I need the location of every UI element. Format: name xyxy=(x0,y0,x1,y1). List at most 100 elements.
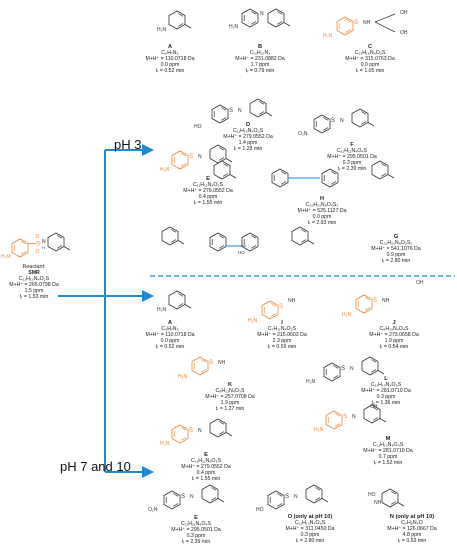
product-id: E xyxy=(206,176,210,182)
svg-text:HO: HO xyxy=(368,492,376,498)
product-mz: M+H⁺ = 279.0552 Da xyxy=(183,188,233,195)
product-label: E C₁₁H₁₁N₄O₄S M+H⁺ = 295.0501 Da 0.3 ppm… xyxy=(156,515,236,545)
product-l-structure: S N H₂N xyxy=(306,356,385,385)
svg-text:H₂N: H₂N xyxy=(314,427,324,433)
product-formula: C₁₁H₁₁N₄O₃S xyxy=(191,458,221,465)
product-formula: C₁₃H₁₆N₄O₅S xyxy=(354,50,386,57)
product-formula: C₅H₇N₃ xyxy=(161,326,179,333)
svg-text:S: S xyxy=(209,360,213,366)
product-id: A xyxy=(167,320,173,326)
product-formula: C₁₁H₁₃N₄O₃S xyxy=(232,128,264,135)
product-ppm: 0.7 ppm xyxy=(378,454,398,461)
product-label: E C₁₁H₁₁N₄O₃S M+H⁺ = 279.0552 Da 0.4 ppm… xyxy=(168,176,248,206)
product-id: F xyxy=(350,142,354,148)
svg-text:O: O xyxy=(36,249,40,255)
product-a2-structure: H₂N xyxy=(157,290,192,313)
product-id: E xyxy=(194,515,198,521)
product-f-structure: S N O₂N xyxy=(298,108,375,137)
product-ppm: 0.0 ppm xyxy=(312,214,332,221)
product-ppm: 0.3 ppm xyxy=(186,533,206,540)
product-label: D C₁₁H₁₃N₄O₃S M+H⁺ = 279.0552 Da 1.4 ppm… xyxy=(208,122,288,152)
product-label: G C₂₂H₂₁N₈O₅S₂ M+H⁺ = 541.1076 Da 0.9 pp… xyxy=(356,234,436,264)
product-rt: tᵣ = 1.36 min xyxy=(371,400,401,407)
svg-text:OH: OH xyxy=(400,30,408,36)
product-mz: M+H⁺ = 110.0718 Da xyxy=(145,332,195,339)
product-label: H C₂₂H₂₁N₈O₄S₂ M+H⁺ = 525.1127 Da 0.0 pp… xyxy=(282,196,362,226)
product-rt: tᵣ = 2.39 min xyxy=(181,539,211,546)
product-rt: tᵣ = 1.05 min xyxy=(355,68,385,75)
product-label: I C₇H₁₁N₄O₂S M+H⁺ = 215.0603 Da 2.3 ppm … xyxy=(242,320,322,350)
product-ppm: 0.9 ppm xyxy=(386,252,406,259)
product-ppm: 0.4 ppm xyxy=(198,194,218,201)
product-m-structure: S N OH H₂N xyxy=(314,404,387,433)
product-formula: C₉H₁₃N₄O₄S xyxy=(379,326,409,333)
svg-text:N: N xyxy=(198,154,202,160)
svg-text:H₂N: H₂N xyxy=(342,312,352,318)
svg-text:N: N xyxy=(190,494,194,500)
product-i-structure: S NH H₂N xyxy=(248,298,296,324)
svg-text:S: S xyxy=(189,154,193,160)
product-mz: M+H⁺ = 295.0501 Da xyxy=(171,527,221,534)
reactant-formula: C₁₁H₁₃N₄O₂S xyxy=(18,276,50,283)
product-label: M C₁₁H₁₃N₄O₄S M+H⁺ = 281.0710 Da 0.7 ppm… xyxy=(348,436,428,466)
product-rt: tᵣ = 0.52 min xyxy=(155,344,185,351)
product-rt: tᵣ = 0.53 min xyxy=(397,538,427,545)
product-rt: tᵣ = 2.39 min xyxy=(337,166,367,173)
condition-ph7-10: pH 7 and 10 xyxy=(60,459,131,474)
svg-text:HO: HO xyxy=(256,507,264,513)
product-e-structure: S N H₂N xyxy=(160,144,233,173)
product-mz: M+H⁺ = 295.0501 Da xyxy=(327,154,377,161)
product-id: D xyxy=(245,122,251,128)
product-formula: C₅H₈N₃O xyxy=(401,520,423,527)
product-label: J C₉H₁₃N₄O₄S M+H⁺ = 273.0658 Da 1.9 ppm … xyxy=(354,320,434,350)
product-mz: M+H⁺ = 279.0552 Da xyxy=(223,134,273,141)
product-mz: M+H⁺ = 279.0552 Da xyxy=(181,464,231,471)
product-ppm: 2.3 ppm xyxy=(272,338,292,345)
svg-text:O₂N: O₂N xyxy=(298,131,308,137)
reactant-mz: M+H⁺ = 265.0798 Da xyxy=(9,282,59,289)
product-label: L C₁₁H₁₃N₄O₃S M+H⁺ = 281.0710 Da 0.3 ppm… xyxy=(346,376,426,406)
product-ppm: 0.0 ppm xyxy=(160,338,180,345)
product-ppm: 4.8 ppm xyxy=(402,532,422,539)
product-mz: M+H⁺ = 110.0718 Da xyxy=(145,56,195,63)
svg-text:S: S xyxy=(285,494,289,500)
product-formula: C₅H₇N₃ xyxy=(161,50,179,57)
product-mz: M+H⁺ = 281.0710 Da xyxy=(361,388,411,395)
svg-text:S: S xyxy=(181,494,185,500)
product-ppm: 0.4 ppm xyxy=(196,470,216,477)
svg-text:H₂N: H₂N xyxy=(178,374,188,380)
product-ppm: 0.3 ppm xyxy=(342,160,362,167)
reactant-lead: Reactant: xyxy=(22,264,46,270)
product-c-structure: S NH H₂N OH OH xyxy=(323,10,408,39)
product-formula: C₁₁H₁₃N₄O₄S xyxy=(372,442,404,449)
product-label: E C₁₁H₁₁N₄O₃S M+H⁺ = 279.0552 Da 0.4 ppm… xyxy=(166,452,246,482)
svg-text:S: S xyxy=(354,20,358,26)
svg-text:N: N xyxy=(238,108,242,114)
product-mz: M+H⁺ = 525.1127 Da xyxy=(297,208,347,215)
svg-text:NH: NH xyxy=(288,298,296,304)
product-o-structure: S N HO xyxy=(256,484,329,513)
product-formula: C₂₂H₂₁N₈O₄S₂ xyxy=(305,202,339,209)
product-h-structure xyxy=(213,160,395,188)
reactant-structure: S O O N H H₂N xyxy=(1,232,71,260)
svg-text:S: S xyxy=(331,118,335,124)
product-e2-structure: S N H₂N xyxy=(160,418,233,447)
product-id: J xyxy=(392,320,396,326)
product-ppm: 1.4 ppm xyxy=(238,140,258,147)
svg-text:N: N xyxy=(340,118,344,124)
product-id: N (only at pH 10) xyxy=(389,514,435,520)
product-mz: M+H⁺ = 311.0450 Da xyxy=(285,526,335,533)
product-b-structure: N H₂N xyxy=(229,8,291,30)
product-rt: tᵣ = 1.52 min xyxy=(373,460,403,467)
product-id: O (only at pH 10) xyxy=(287,514,333,520)
product-mz: M+H⁺ = 281.0710 Da xyxy=(363,448,413,455)
reaction-arrows xyxy=(58,144,154,478)
product-rt: tᵣ = 1.28 min xyxy=(233,146,263,153)
product-ppm: 1.9 ppm xyxy=(384,338,404,345)
product-j-structure: S NH OH H₂N xyxy=(342,280,424,318)
product-ppm: 0.0 ppm xyxy=(360,62,380,69)
product-id: A xyxy=(167,44,173,50)
product-f2-structure: S N O₂N xyxy=(148,484,225,513)
svg-text:HO: HO xyxy=(194,124,202,130)
